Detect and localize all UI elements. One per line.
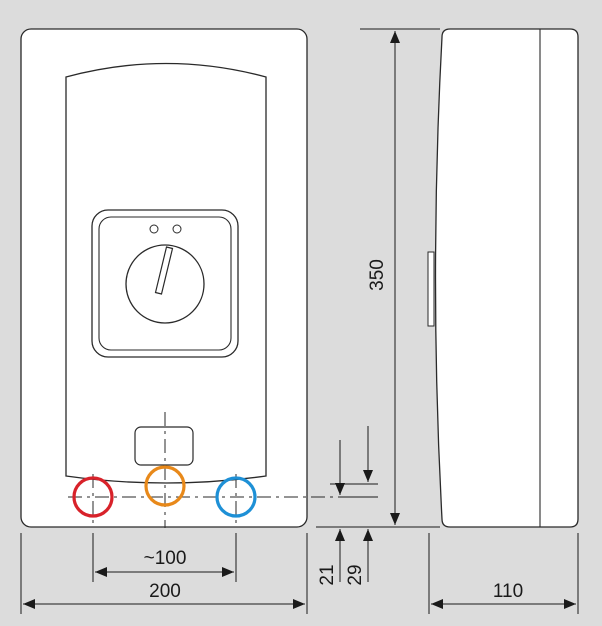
offset-21-label: 21 [317, 564, 338, 585]
indicator-led-left [149, 224, 159, 234]
height-dimension-label: 350 [367, 259, 388, 291]
hot-water-outlet-ring-icon [215, 476, 257, 518]
cold-water-inlet-ring-icon [72, 476, 114, 518]
rotary-knob-icon [125, 244, 205, 324]
display-window [134, 426, 194, 466]
connection-centerlines [68, 412, 345, 528]
side-bracket [427, 251, 435, 327]
front-view [20, 28, 345, 528]
depth-dimension-label: 110 [493, 581, 523, 602]
control-panel [91, 209, 239, 358]
connection-spacing-label: ~100 [144, 548, 187, 569]
offset-29-label: 29 [345, 564, 366, 585]
dimension-lines [20, 28, 579, 614]
electric-connection-ring-icon [144, 465, 186, 507]
side-view [427, 28, 579, 528]
width-dimension-label: 200 [149, 581, 181, 602]
side-housing [434, 28, 579, 528]
indicator-led-right [172, 224, 182, 234]
